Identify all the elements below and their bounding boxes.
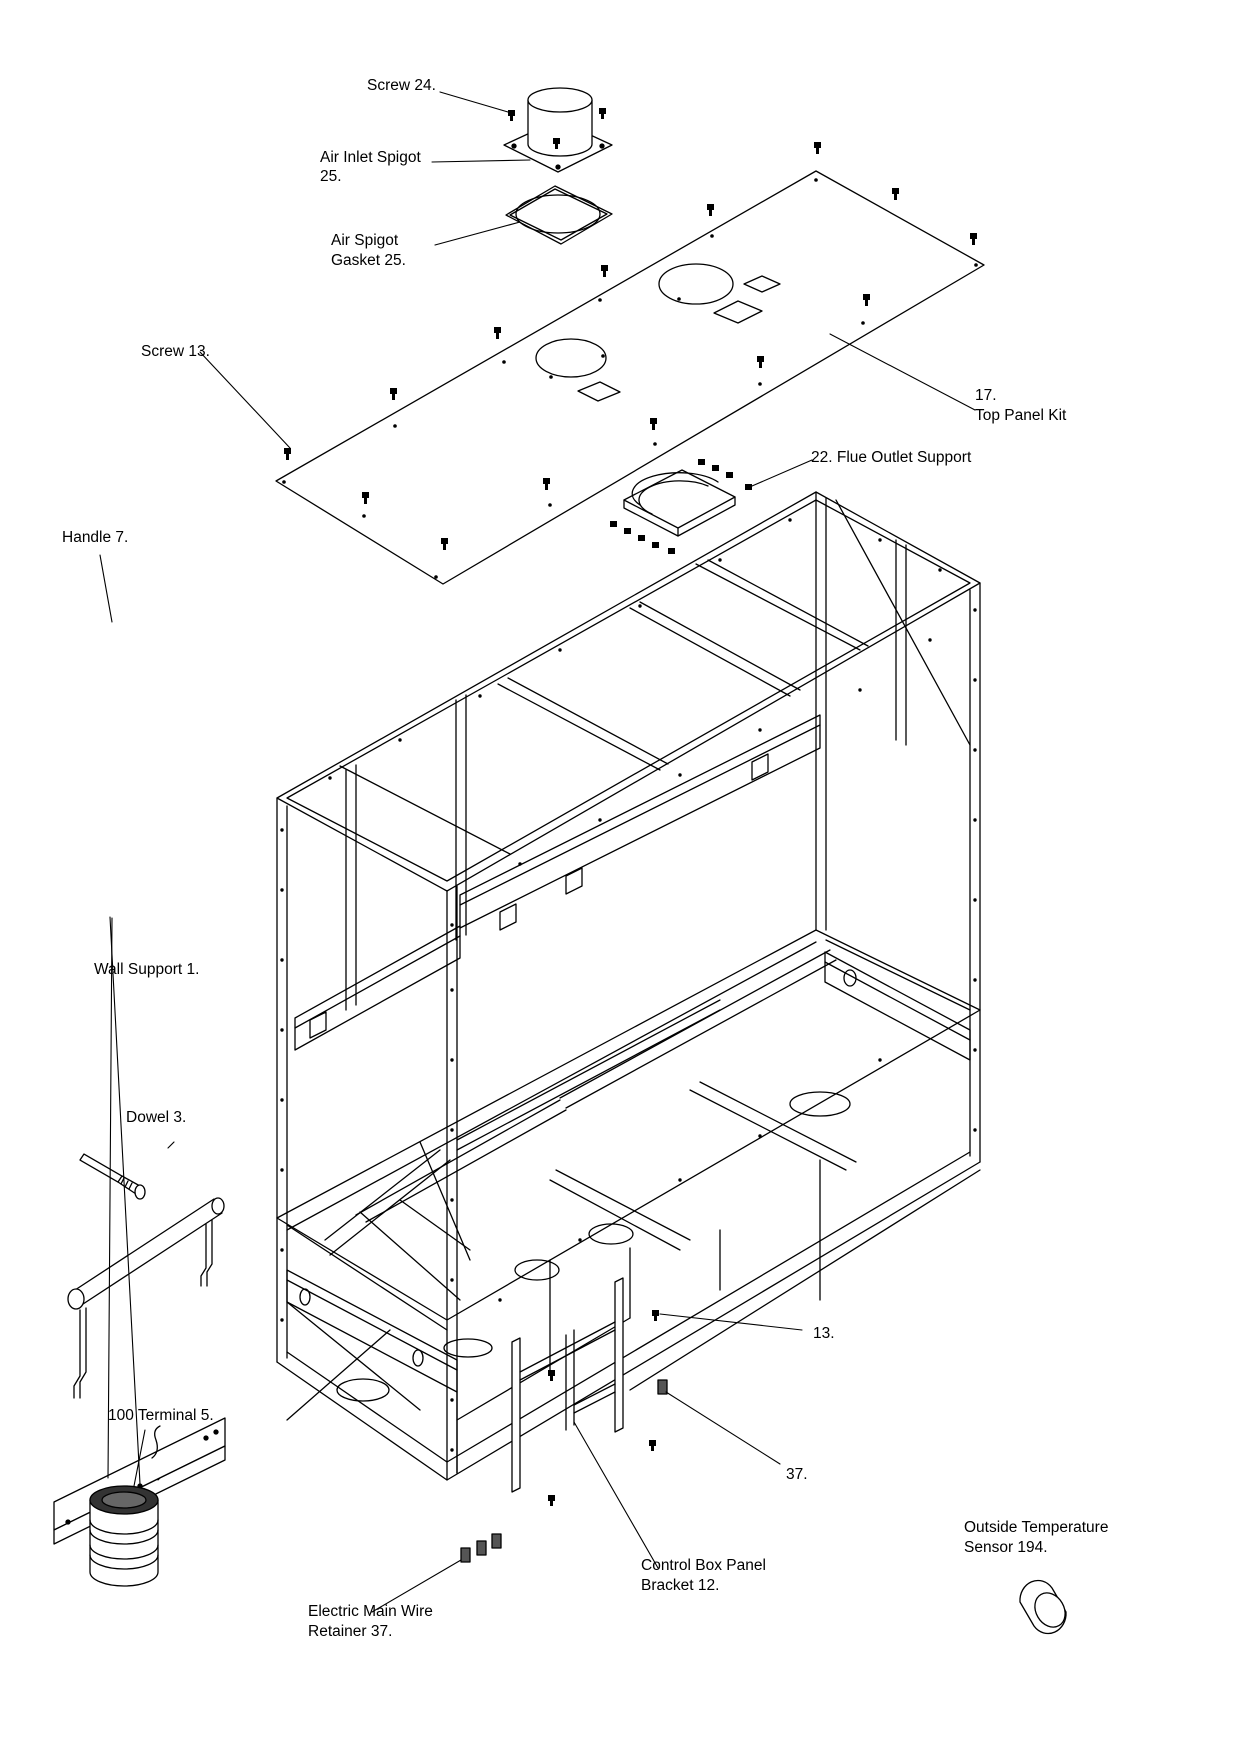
screw-13-group [284,142,977,550]
handle [68,1198,224,1398]
label-control-box-line2: Bracket 12. [641,1577,720,1594]
screw-24-group [508,108,606,149]
terminal-block [90,1486,158,1586]
label-wire-retainer-line1: Electric Main Wire [308,1603,433,1620]
flue-screws [610,459,752,554]
label-air-spigot-gasket-line2: Gasket 25. [331,252,406,269]
dowel [80,1154,145,1199]
outside-temperature-sensor [1020,1581,1071,1634]
label-screw-13: Screw 13. [141,343,210,360]
label-flue-outlet-support: 22. Flue Outlet Support [811,449,972,466]
label-wire-retainer-short: 37. [786,1466,808,1483]
label-air-inlet-spigot-line1: Air Inlet Spigot [320,149,421,166]
label-air-spigot-gasket-line1: Air Spigot [331,232,399,249]
label-wall-support: Wall Support 1. [94,961,200,978]
air-inlet-spigot [504,88,612,172]
top-panel [276,171,984,584]
electric-main-wire-retainers [461,1534,501,1562]
flue-outlet-support [624,470,735,536]
leader-lines [100,92,975,1612]
label-top-panel-line1: 17. [975,387,997,404]
label-sensor-line1: Outside Temperature [964,1519,1109,1536]
air-spigot-gasket [506,186,612,244]
label-screw-13-short: 13. [813,1325,835,1342]
label-control-box-line1: Control Box Panel [641,1557,766,1574]
label-wire-retainer-line2: Retainer 37. [308,1623,393,1640]
label-dowel: Dowel 3. [126,1109,187,1126]
wire-retainer-single [658,1380,667,1394]
label-top-panel-line2: Top Panel Kit [975,407,1067,424]
loose-screws [548,1310,659,1506]
main-frame [277,492,980,1480]
control-box-panel-bracket [512,1278,623,1492]
label-air-inlet-spigot-line2: 25. [320,168,342,185]
label-handle: Handle 7. [62,529,129,546]
label-screw-24: Screw 24. [367,77,436,94]
label-terminal: 100 Terminal 5. [108,1407,214,1424]
label-sensor-line2: Sensor 194. [964,1539,1048,1556]
